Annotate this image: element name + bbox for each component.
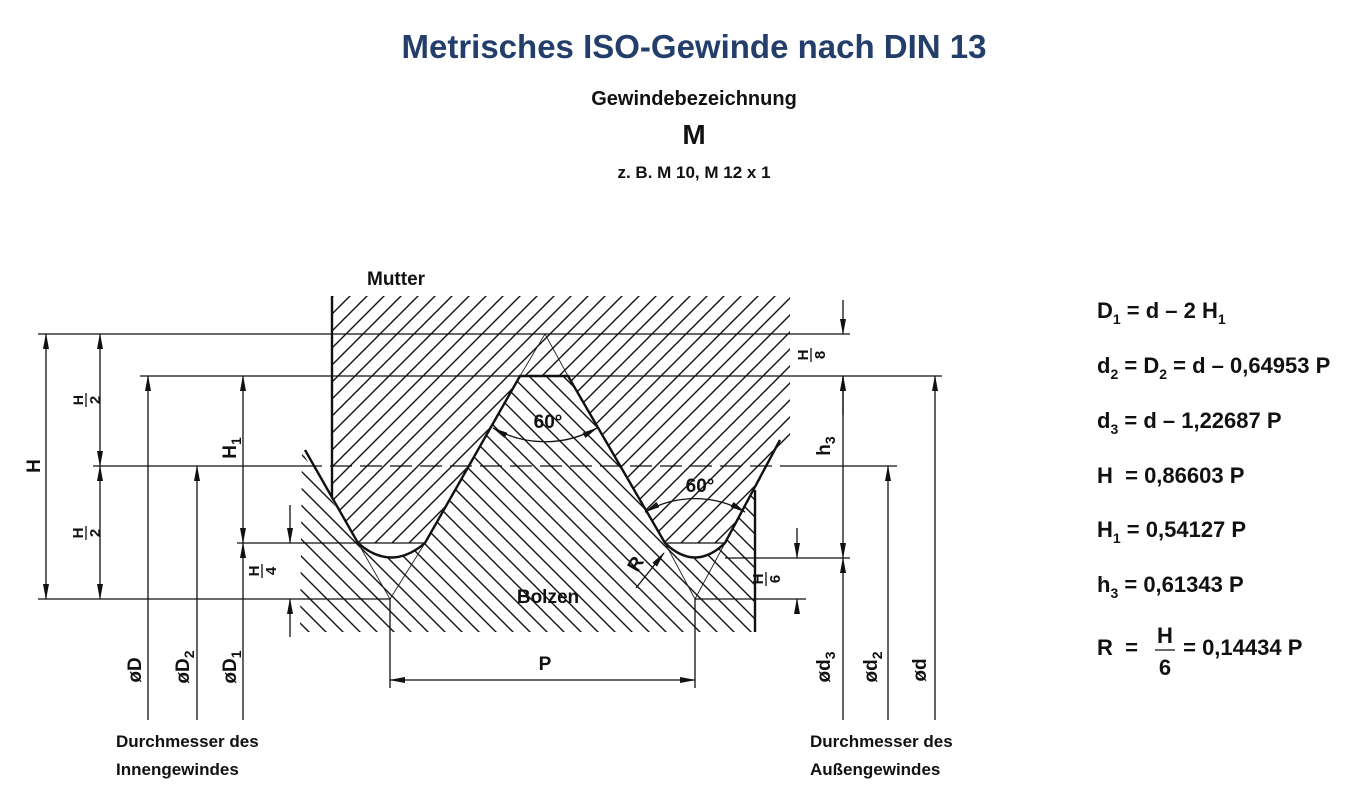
radius-arrow (635, 552, 665, 589)
example: z. B. M 10, M 12 x 1 (617, 163, 770, 182)
label-H-half-bottom: H 2 (70, 526, 104, 540)
label-H-half-top: H 2 (70, 393, 104, 407)
svg-text:6: 6 (767, 575, 784, 583)
svg-text:= 0,14434 P: = 0,14434 P (1177, 635, 1302, 660)
label-dia-D: øD (125, 657, 146, 682)
label-H-sixth: H 6 (750, 572, 784, 586)
caption-outer-1: Durchmesser des (810, 732, 953, 751)
formula-H1: H1 = 0,54127 P (1097, 517, 1246, 546)
page-title: Metrisches ISO-Gewinde nach DIN 13 (401, 28, 986, 65)
svg-text:H: H (70, 395, 86, 405)
caption-inner-1: Durchmesser des (116, 732, 259, 751)
svg-text:2: 2 (87, 529, 104, 537)
svg-text:R =: R = (1097, 635, 1144, 660)
thread-symbol: M (682, 119, 705, 150)
angle-arc-nut (492, 427, 598, 443)
formula-d2: d2 = D2 = d – 0,64953 P (1097, 353, 1330, 382)
caption-outer-2: Außengewindes (810, 760, 940, 779)
nut-label: Mutter (367, 269, 426, 290)
pitch-label: P (539, 654, 552, 675)
angle-label-1: 60° (534, 412, 563, 433)
svg-text:H: H (246, 566, 263, 577)
label-H1: H1 (220, 437, 244, 459)
svg-text:H: H (795, 350, 812, 361)
formula-H: H = 0,86603 P (1097, 463, 1244, 488)
formula-D1: D1 = d – 2 H1 (1097, 298, 1226, 327)
label-h3: h3 (814, 436, 838, 456)
subtitle: Gewindebezeichnung (591, 88, 797, 110)
label-H: H (24, 459, 45, 473)
svg-text:H: H (70, 528, 87, 539)
label-dia-d3: ød3 (814, 651, 838, 682)
bolt-label: Bolzen (517, 587, 579, 608)
label-dia-d: ød (910, 658, 931, 681)
svg-text:8: 8 (812, 351, 829, 359)
angle-arc-bolt (644, 498, 746, 513)
svg-text:H: H (1157, 623, 1173, 648)
svg-text:2: 2 (87, 396, 104, 404)
label-dia-D1: øD1 (220, 650, 244, 683)
bolt-region (300, 376, 755, 632)
svg-text:6: 6 (1159, 655, 1171, 680)
label-dia-d2: ød2 (861, 651, 885, 682)
angle-label-2: 60° (686, 476, 715, 497)
formula-h3: h3 = 0,61343 P (1097, 572, 1244, 601)
formula-d3: d3 = d – 1,22687 P (1097, 408, 1282, 437)
svg-text:4: 4 (263, 566, 280, 575)
label-H-eighth: H 8 (795, 348, 829, 362)
nut-region (332, 296, 790, 543)
label-dia-D2: øD2 (173, 650, 197, 683)
formula-list: D1 = d – 2 H1 d2 = D2 = d – 0,64953 P d3… (1097, 298, 1330, 680)
label-H-quarter: H 4 (246, 564, 280, 578)
svg-text:H: H (750, 574, 767, 585)
caption-inner-2: Innengewindes (116, 760, 239, 779)
formula-R: R = H 6 = 0,14434 P (1097, 623, 1302, 680)
